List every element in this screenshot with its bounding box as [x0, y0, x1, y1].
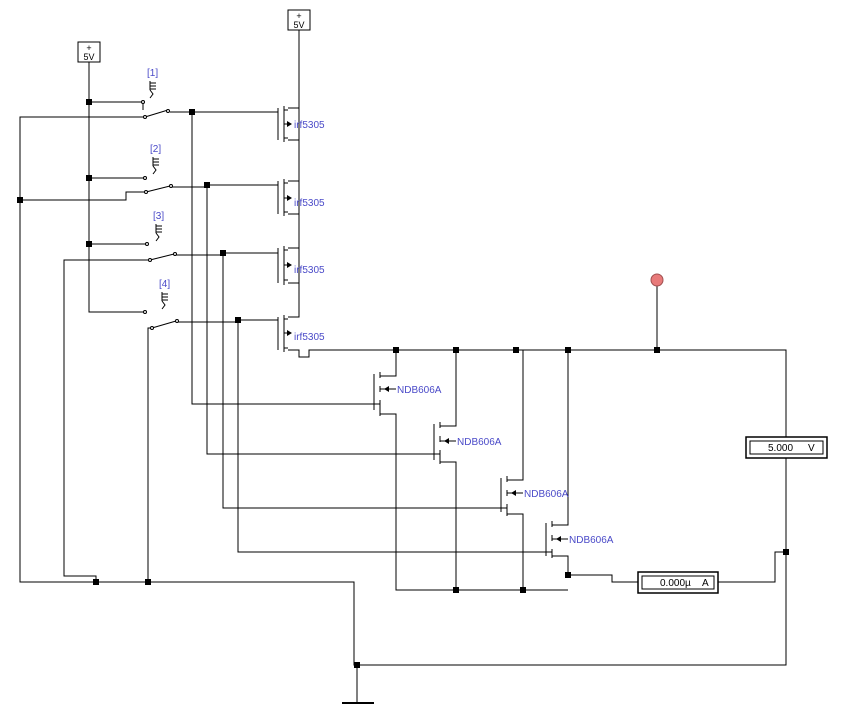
nmos-3[interactable]: NDB606A — [500, 476, 569, 516]
pmos-label: irf5305 — [294, 265, 325, 276]
ammeter-unit: A — [702, 578, 709, 589]
source-voltage-label: 5V — [83, 52, 94, 62]
switch-4[interactable]: [4] — [143, 279, 179, 330]
pmos-3[interactable]: irf5305 — [277, 246, 325, 285]
junctions — [17, 99, 789, 668]
switch-2[interactable]: [2] — [143, 144, 173, 194]
nmos-label: NDB606A — [397, 385, 442, 396]
nmos-label: NDB606A — [457, 437, 502, 448]
nmos-1[interactable]: NDB606A — [373, 372, 442, 416]
nmos-4[interactable]: NDB606A — [545, 521, 614, 558]
voltmeter-unit: V — [808, 443, 815, 454]
source-plus-sign: + — [86, 43, 91, 53]
nmos-label: NDB606A — [569, 535, 614, 546]
ammeter-value: 0.000µ — [660, 578, 691, 589]
nmos-label: NDB606A — [524, 489, 569, 500]
pmos-label: irf5305 — [294, 198, 325, 209]
switch-1[interactable]: [1] — [141, 68, 170, 119]
voltmeter-value: 5.000 — [768, 443, 793, 454]
switch-label: [3] — [153, 211, 164, 222]
switch-3[interactable]: [3] — [143, 211, 177, 262]
pmos-label: irf5305 — [294, 332, 325, 343]
source-voltage-label: 5V — [293, 20, 304, 30]
wires — [19, 30, 787, 703]
source-plus-sign: + — [296, 11, 301, 21]
ammeter[interactable]: 0.000µ A — [637, 571, 719, 594]
pmos-1[interactable]: irf5305 — [277, 106, 325, 142]
source-5v-top[interactable]: + 5V — [287, 9, 311, 31]
voltmeter[interactable]: 5.000 V — [745, 436, 828, 459]
source-5v-left[interactable]: + 5V — [77, 41, 101, 63]
switch-label: [4] — [159, 279, 170, 290]
probe-indicator[interactable] — [650, 273, 664, 287]
pmos-4[interactable]: irf5305 — [277, 315, 325, 352]
switch-label: [1] — [147, 68, 158, 79]
pmos-label: irf5305 — [294, 120, 325, 131]
pmos-2[interactable]: irf5305 — [277, 179, 325, 216]
nmos-2[interactable]: NDB606A — [433, 422, 502, 464]
switch-label: [2] — [150, 144, 161, 155]
